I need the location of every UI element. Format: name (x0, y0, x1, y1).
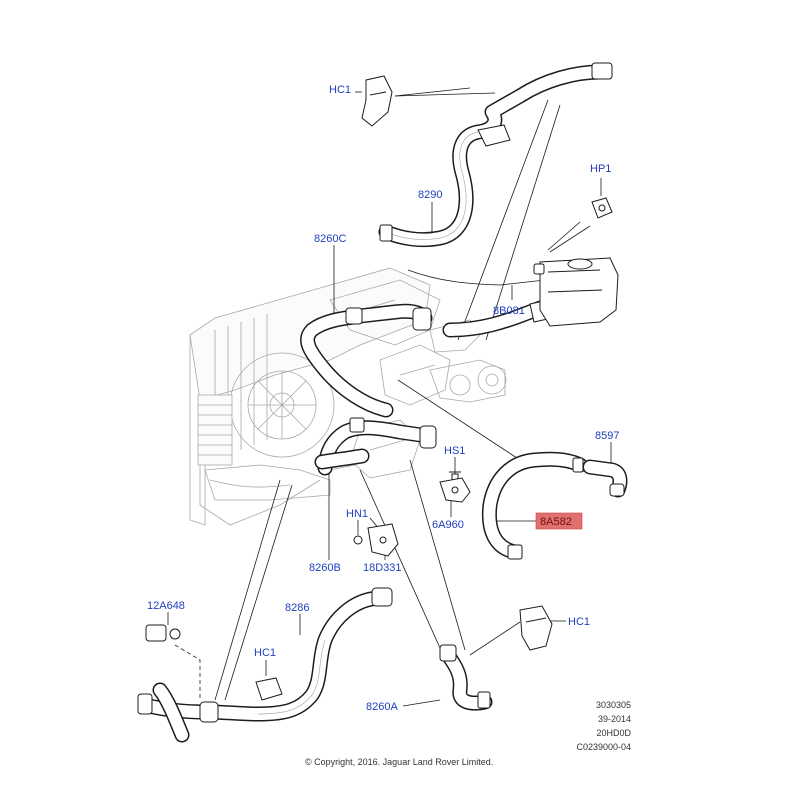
callout-8b081: 8B081 (493, 305, 525, 317)
hoses (137, 62, 628, 743)
callout-hn1: HN1 (346, 508, 368, 520)
hose-8290 (378, 62, 613, 248)
callout-12a648: 12A648 (147, 600, 185, 612)
reference-line-3: 20HD0D (596, 728, 631, 738)
callout-8597: 8597 (595, 430, 619, 442)
callout-hc1-right: HC1 (568, 616, 590, 628)
callout-8290: 8290 (418, 189, 442, 201)
callout-hp1: HP1 (590, 163, 611, 175)
hp1-sensor (591, 197, 613, 219)
callout-6a960: 6A960 (432, 519, 464, 531)
callout-8a582: 8A582 (540, 516, 572, 528)
reference-line-2: 39-2014 (598, 714, 631, 724)
callout-8286: 8286 (285, 602, 309, 614)
callout-8a582-highlight (535, 512, 583, 530)
hose-8260b (314, 417, 437, 476)
reference-line-1: 3030305 (596, 700, 631, 710)
small-parts (145, 75, 619, 701)
callout-hc1-top: HC1 (329, 84, 351, 96)
6a960-bracket (439, 477, 471, 503)
callout-8260c: 8260C (314, 233, 346, 245)
hc1-clip-right (519, 605, 553, 651)
hc1-clip-top (361, 75, 393, 127)
hose-8286 (137, 587, 393, 743)
hn1-nut (353, 535, 363, 545)
hose-8a582 (481, 451, 588, 560)
leader-lines (167, 87, 612, 707)
reference-block: 3030305 39-2014 20HD0D C0239000-04 (576, 700, 631, 752)
hose-8260a (439, 644, 493, 711)
reference-line-4: C0239000-04 (576, 742, 631, 752)
callout-hs1: HS1 (444, 445, 465, 457)
12a648-sensor (145, 624, 181, 642)
expansion-tank (533, 257, 619, 327)
callout-8260b: 8260B (309, 562, 341, 574)
hose-8260c (300, 303, 433, 418)
hose-8597 (582, 459, 628, 498)
hc1-clip-left (255, 677, 283, 701)
callout-18d331: 18D331 (363, 562, 402, 574)
18d331-bracket (367, 523, 399, 557)
callout-hc1-left: HC1 (254, 647, 276, 659)
callout-labels: HC1 HP1 8290 8260C 8B081 8597 HS1 6A960 … (147, 84, 619, 713)
copyright-notice: © Copyright, 2016. Jaguar Land Rover Lim… (305, 757, 493, 767)
callout-8260a: 8260A (366, 701, 398, 713)
